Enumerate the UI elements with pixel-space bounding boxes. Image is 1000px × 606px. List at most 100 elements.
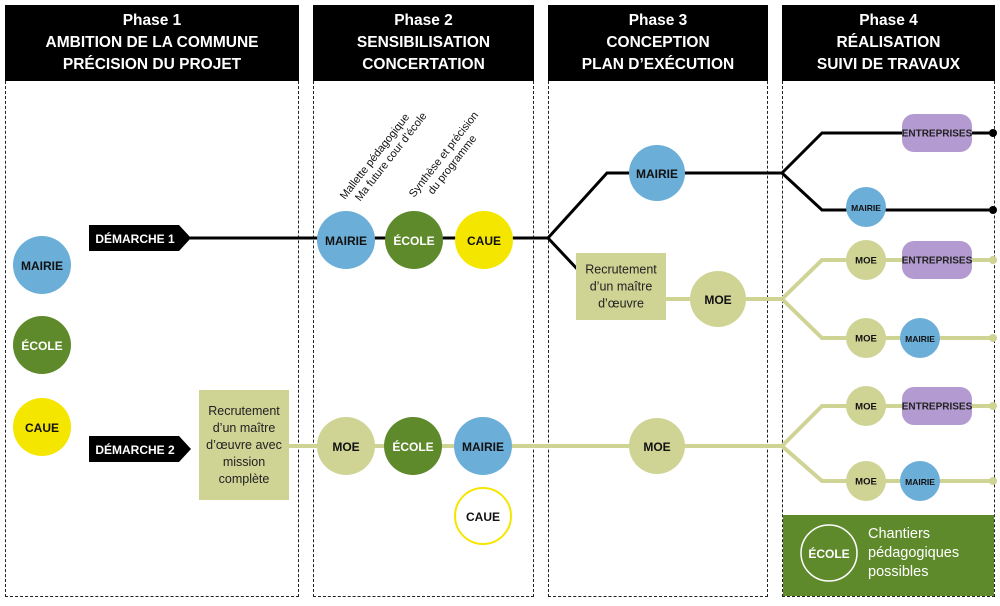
d2-phase4-moe-2-label: MOE [855,477,877,488]
d2-phase4-entreprises-shape [902,387,972,425]
phase-2-line2: CONCERTATION [362,56,485,73]
d1-phase3-mairie-label: MAIRIE [636,167,678,181]
legend-caue-shape [13,398,71,456]
phase-4-title: Phase 4 [859,12,918,29]
d1-phase4-entreprises-label: ENTREPRISES [902,129,973,140]
legend-mairie: MAIRIE [13,236,71,294]
legend-ecole-label: ÉCOLE [21,338,62,353]
d2-phase4-moe-2: MOE [846,461,886,501]
phase-4-line2: SUIVI DE TRAVAUX [816,56,961,73]
d1-phase3-recruit-box: Recrutement d’un maître d’œuvre [576,253,666,320]
d1-phase4-entreprises: ENTREPRISES [902,114,973,152]
d1-phase4-mairie-2: MAIRIE [900,318,940,358]
d2-phase4-moe-1: MOE [846,386,886,426]
d1-phase4-mairie-2-label: MAIRIE [905,334,935,344]
d1-phase2-caue-label: CAUE [467,234,501,248]
d1-phase2-mairie-label: MAIRIE [325,234,367,248]
legend-mairie-shape [13,236,71,294]
d2-phase2-caue-optional-shape [454,487,512,545]
d1-phase4-entreprises-2: ENTREPRISES [902,241,973,279]
legend-caue: CAUE [13,398,71,456]
d2-phase3-moe: MOE [629,418,685,474]
phase-2-line1: SENSIBILISATION [356,34,491,51]
demarche-2-tag-shape [89,436,191,462]
demarche-1-line-mairie-final-branch [780,171,993,212]
legend-mairie-label: MAIRIE [21,259,63,273]
phase-3-line2: PLAN D’EXÉCUTION [581,56,735,73]
d2-recruit-box-line: d’œuvre avec [206,438,282,452]
phase-2-title: Phase 2 [394,12,453,29]
d1-phase4-mairie-shape [846,187,886,227]
demarche-1-tag-shape [89,225,191,251]
d2-phase3-moe-shape [629,418,685,474]
d2-phase4-mairie-label: MAIRIE [905,477,935,487]
d2-phase4-moe-1-label: MOE [855,402,877,413]
d1-phase4-moe-1: MOE [846,240,886,280]
end-dot [989,256,997,264]
d1-phase4-mairie: MAIRIE [846,187,886,227]
d1-phase4-moe-2-shape [846,318,886,358]
demarche-1-moe-mairie-branch [780,297,993,340]
d2-recruit-box-line: complète [219,472,270,486]
d2-recruit-box-line: mission [223,455,265,469]
d2-phase4-moe-1-shape [846,386,886,426]
phase-3-line1: CONCEPTION [606,34,710,51]
ecole-badge-label: ÉCOLE [808,546,849,561]
d1-phase3-recruit-box-line: d’un maître [590,280,653,294]
d2-phase4-entreprises-label: ENTREPRISES [902,402,973,413]
phase-1-line1: AMBITION DE LA COMMUNE [45,34,259,51]
legend-caue-label: CAUE [25,421,59,435]
annotation-mallette-line1: Mallette pédagogique [338,112,412,202]
d1-phase4-mairie-label: MAIRIE [851,203,881,213]
d1-phase2-ecole-label: ÉCOLE [393,233,434,248]
d1-phase2-caue-shape [455,211,513,269]
d2-phase2-moe-label: MOE [332,440,359,454]
demarche-1-tag: DÉMARCHE 1 [89,225,191,251]
d2-phase4-moe-2-shape [846,461,886,501]
ecole-banner-text-line: pédagogiques [868,545,959,561]
d1-phase2-mairie: MAIRIE [317,211,375,269]
phase-1-title: Phase 1 [122,12,182,29]
phase-3-column [548,81,768,597]
d2-phase2-caue-optional: CAUE [454,487,512,545]
d1-phase4-moe-2: MOE [846,318,886,358]
d1-phase3-mairie: MAIRIE [629,145,685,201]
phase-2-column [313,81,534,597]
phase-4-line1: RÉALISATION [836,34,941,51]
legend-ecole-shape [13,316,71,374]
d2-phase2-ecole-shape [384,417,442,475]
phase-1-line2: PRÉCISION DU PROJET [62,56,242,73]
demarche-2-tag-label: DÉMARCHE 2 [95,442,175,457]
d2-phase4-mairie: MAIRIE [900,461,940,501]
d2-recruit-box-shape [199,390,289,500]
demarche-1-tag-label: DÉMARCHE 1 [95,231,175,246]
d2-phase2-mairie-shape [454,417,512,475]
d1-phase3-recruit-box-line: Recrutement [585,263,657,277]
phase-2-header: Phase 2 SENSIBILISATION CONCERTATION [313,5,534,81]
d1-phase3-recruit-box-shape [576,253,666,320]
d1-phase2-ecole: ÉCOLE [385,211,443,269]
end-dot [989,334,997,342]
d1-phase4-moe-1-shape [846,240,886,280]
d2-phase2-ecole: ÉCOLE [384,417,442,475]
d1-phase4-entreprises-2-label: ENTREPRISES [902,256,973,267]
d2-recruit-box-line: Recrutement [208,404,280,418]
phase-1-header: Phase 1 AMBITION DE LA COMMUNE PRÉCISION… [5,5,299,81]
d1-phase4-moe-1-label: MOE [855,256,877,267]
demarche-2-mairie-branch [780,444,993,483]
demarche-2-tag: DÉMARCHE 2 [89,436,191,462]
demarche-1-line-recruit-branch [546,236,582,274]
d2-phase2-ecole-label: ÉCOLE [392,439,433,454]
ecole-banner-text-line: Chantiers [868,526,930,542]
d1-phase3-moe: MOE [690,271,746,327]
d2-recruit-box-line: d’un maître [213,421,276,435]
end-dot [989,477,997,485]
d1-phase3-moe-label: MOE [704,293,731,307]
d1-phase3-moe-shape [690,271,746,327]
d2-recruit-box: Recrutement d’un maître d’œuvre avec missio… [199,390,289,500]
end-dot [989,206,997,214]
d2-phase4-entreprises: ENTREPRISES [902,387,973,425]
d2-phase3-moe-label: MOE [643,440,670,454]
d1-phase3-recruit-box-line: d’œuvre [598,297,644,311]
